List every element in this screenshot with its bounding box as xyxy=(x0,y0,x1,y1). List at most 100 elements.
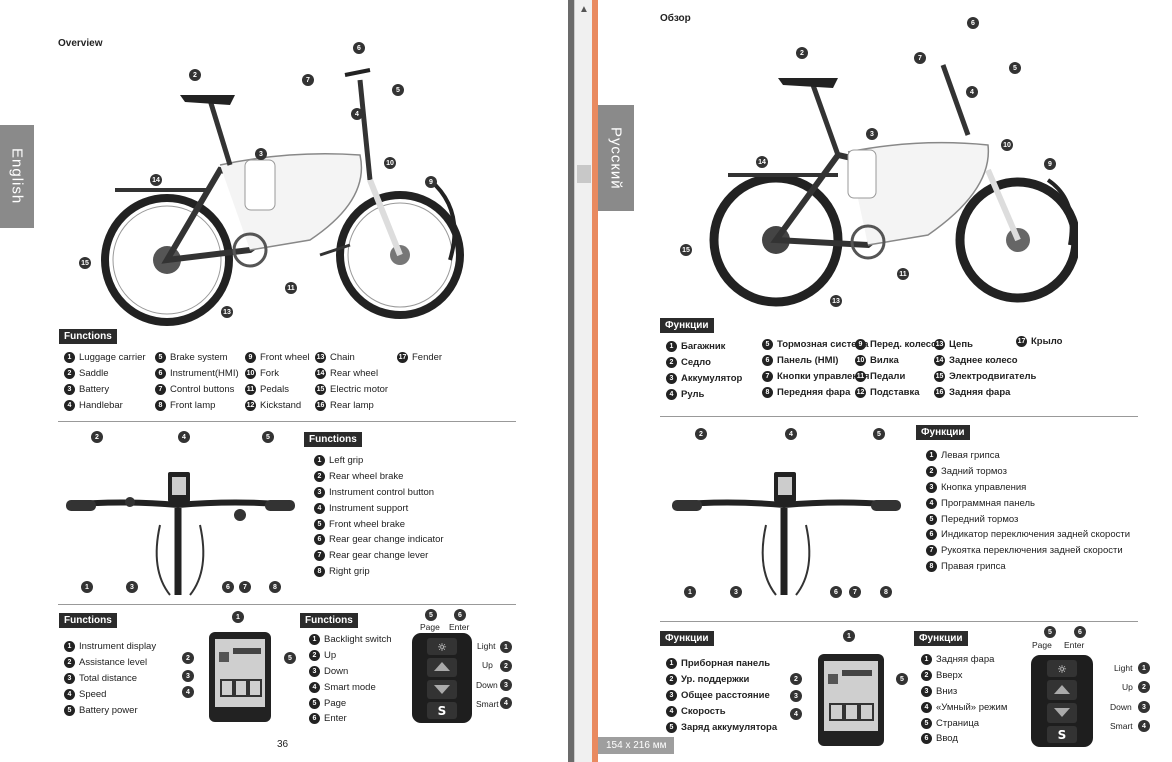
item-label: Control buttons xyxy=(170,383,235,395)
number-badge: 5 xyxy=(314,518,325,530)
scrollbar-thumb[interactable] xyxy=(577,165,591,183)
number-badge: 4 xyxy=(64,688,75,700)
scrollbar[interactable]: ▲ xyxy=(574,0,592,762)
item-label: Скорость xyxy=(681,705,726,717)
number-badge: 16 xyxy=(315,399,326,411)
item-label: Up xyxy=(324,650,337,662)
callout-5: 5 xyxy=(284,652,296,664)
item-label: Заднее колесо xyxy=(949,355,1018,367)
handlebar-illustration xyxy=(672,472,901,596)
number-badge: 3 xyxy=(64,383,75,395)
divider xyxy=(58,421,516,422)
callout-3: 3 xyxy=(255,148,267,160)
callout-11: 11 xyxy=(897,268,909,280)
page-right: Обзор Русский 6 2 7 5 4 3 10 9 14 15 11 … xyxy=(598,0,1172,762)
callout-2: 2 xyxy=(1138,681,1150,693)
language-tab[interactable]: English xyxy=(0,125,34,228)
functions-title: Функции xyxy=(660,318,714,333)
light-label: Light xyxy=(1114,663,1133,673)
up-label: Up xyxy=(1122,682,1133,692)
item-label: Кнопка управления xyxy=(941,481,1027,493)
item-label: Speed xyxy=(79,688,107,700)
item-label: Общее расстояние xyxy=(681,689,770,701)
callout-7: 7 xyxy=(302,74,314,86)
page-heading: Overview xyxy=(58,38,103,49)
item-label: Pedals xyxy=(260,383,290,395)
up-label: Up xyxy=(482,660,493,670)
callout-10: 10 xyxy=(384,157,396,169)
number-badge: 9 xyxy=(245,352,256,364)
number-badge: 12 xyxy=(245,399,256,411)
number-badge: 2 xyxy=(921,670,932,682)
divider xyxy=(58,604,516,605)
enter-label: Enter xyxy=(449,622,470,632)
svg-text:S: S xyxy=(1058,728,1067,742)
number-badge: 12 xyxy=(855,386,866,398)
callout-1: 1 xyxy=(81,581,93,593)
item-label: Программная панель xyxy=(941,497,1035,509)
item-label: Page xyxy=(324,697,347,709)
language-tab[interactable]: Русский xyxy=(598,105,634,211)
display-unit-illustration xyxy=(209,632,271,722)
number-badge: 16 xyxy=(934,386,945,398)
number-badge: 2 xyxy=(666,674,677,686)
number-badge: 4 xyxy=(314,502,325,514)
number-badge: 14 xyxy=(315,368,326,380)
number-badge: 1 xyxy=(666,341,677,353)
svg-text:☼: ☼ xyxy=(437,641,447,654)
callout-4: 4 xyxy=(785,428,797,440)
item-label: Крыло xyxy=(1031,336,1063,348)
callout-6: 6 xyxy=(353,42,365,54)
number-badge: 2 xyxy=(309,650,320,662)
callout-9: 9 xyxy=(1044,158,1056,170)
item-label: Кнопки управления xyxy=(777,370,870,382)
callout-5: 5 xyxy=(262,431,274,443)
number-badge: 8 xyxy=(926,560,937,572)
handlebar-illustration xyxy=(66,472,295,596)
item-label: Задний тормоз xyxy=(941,466,1007,478)
callout-10: 10 xyxy=(1001,139,1013,151)
number-badge: 6 xyxy=(155,368,166,380)
item-label: Правая грипса xyxy=(941,560,1006,572)
number-badge: 2 xyxy=(64,657,75,669)
number-badge: 15 xyxy=(934,370,945,382)
number-badge: 8 xyxy=(314,565,325,577)
number-badge: 15 xyxy=(315,383,326,395)
item-label: Instrument control button xyxy=(329,486,435,498)
callout-11: 11 xyxy=(285,282,297,294)
item-label: «Умный» режим xyxy=(936,701,1008,713)
number-badge: 6 xyxy=(926,529,937,541)
scroll-up-icon[interactable]: ▲ xyxy=(579,4,589,15)
callout-3: 3 xyxy=(1138,701,1150,713)
number-badge: 2 xyxy=(314,471,325,483)
number-badge: 11 xyxy=(855,370,866,382)
item-label: Передняя фара xyxy=(777,386,851,398)
callout-6: 6 xyxy=(967,17,979,29)
page-label: Page xyxy=(1032,640,1052,650)
callout-1: 1 xyxy=(500,641,512,653)
callout-14: 14 xyxy=(756,156,768,168)
number-badge: 6 xyxy=(762,355,773,367)
